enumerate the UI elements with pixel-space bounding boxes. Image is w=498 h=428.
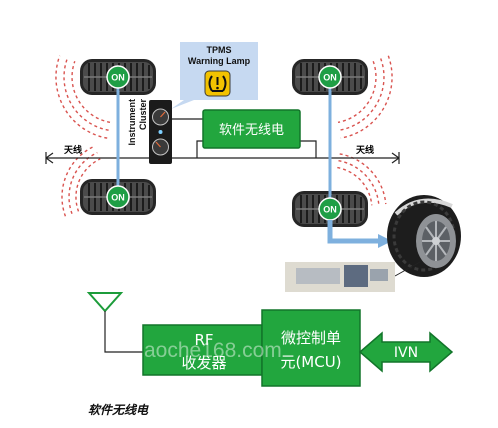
software-radio-label: 软件无线电 [219,123,284,138]
mcu-box-label-line1: 微控制单 [281,329,341,347]
antenna-line: 天线 天线 [45,144,400,164]
antenna-feed-wire [104,311,143,353]
radio-to-antenna-wire-right [300,140,317,158]
instrument-cluster-label-line1: Instrument [127,99,137,146]
tpms-callout-title: TPMS [206,45,231,55]
sensor-on-label: ON [111,73,125,83]
sensor-front-right: ON [318,65,342,89]
antenna-label-right: 天线 [356,144,374,156]
instrument-cluster: Instrument Cluster [127,99,172,164]
sensor-detail-arrow [327,220,392,248]
signal-waves-front-left [55,55,111,139]
tire-photo [387,195,461,277]
rf-box-label-line1: RF [194,331,213,349]
sensor-photo [285,262,395,292]
instrument-cluster-graphic [149,100,172,164]
software-radio-module: 软件无线电 [202,109,301,149]
rf-transceiver-box [142,324,263,376]
mcu-box [261,309,361,387]
sensor-on-label: ON [323,73,337,83]
ivn-label: IVN [394,345,418,361]
antenna-right-end [391,152,400,164]
tpms-warning-icon [204,70,231,97]
sensor-on-label: ON [323,205,337,215]
diagram-caption: 软件无线电 [88,403,149,417]
ivn-arrow [358,331,454,373]
watermark: aoche168.com [144,339,282,362]
radio-to-antenna-wire-left [196,140,203,158]
antenna-left-end [45,152,54,164]
tpms-warning-callout: TPMS Warning Lamp [171,42,258,109]
antenna-symbol [86,292,143,353]
tpms-callout-subtitle: Warning Lamp [188,56,251,66]
signal-waves-rear-left [61,145,101,217]
signal-waves-front-right [337,55,393,139]
mcu-box-label-line2: 元(MCU) [280,353,341,371]
sensor-front-left: ON [106,65,130,89]
sensor-rear-right: ON [318,197,342,221]
signal-waves-rear-right [337,153,387,206]
sensor-rear-left: ON [106,185,130,209]
antenna-label-left: 天线 [64,144,82,156]
instrument-cluster-label-line2: Cluster [138,99,148,131]
rf-box-label-line2: 收发器 [181,354,226,372]
sensor-to-tire-line [394,261,421,277]
sensor-on-label: ON [111,193,125,203]
